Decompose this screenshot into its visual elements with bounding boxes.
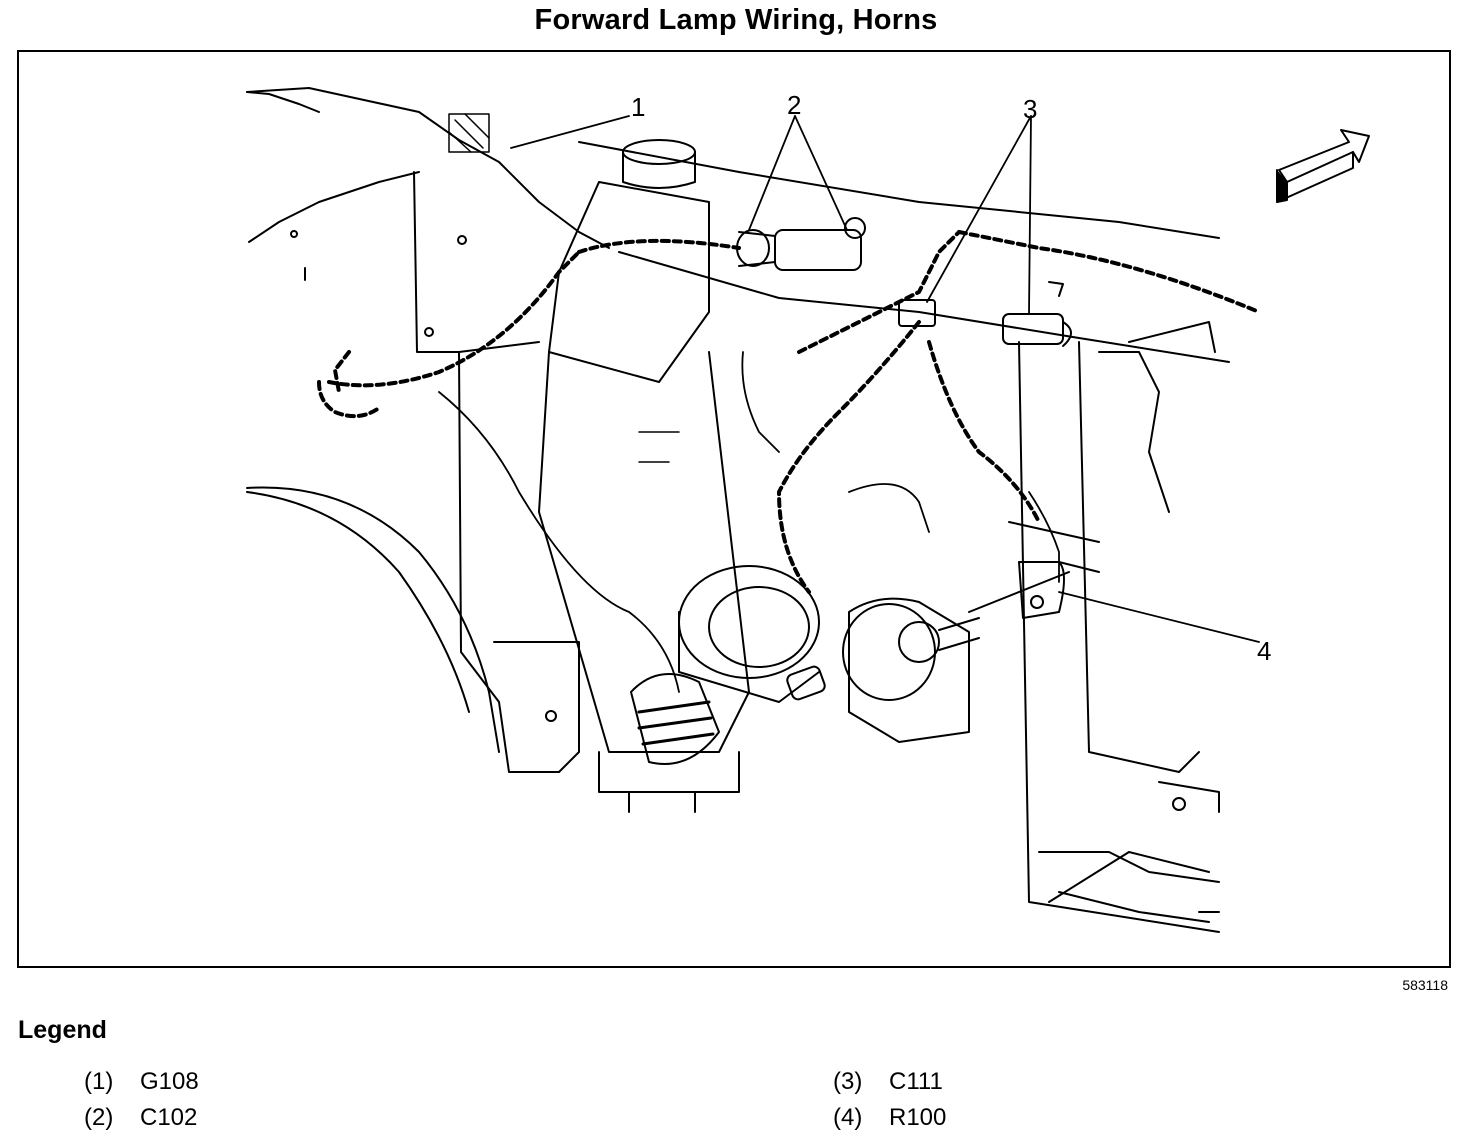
wiring-illustration: 1 2 3 4 <box>246 87 1370 933</box>
connector-c111 <box>898 281 1072 347</box>
legend-item-label: R100 <box>889 1104 947 1131</box>
hatched-bracket <box>448 113 490 153</box>
legend-item-number: (3) <box>833 1068 863 1095</box>
diagram-frame: 1 2 3 4 <box>17 50 1451 968</box>
diagram-title: Forward Lamp Wiring, Horns <box>534 4 938 36</box>
legend-item-label: C102 <box>140 1104 198 1131</box>
washer-reservoir <box>538 139 750 813</box>
callout-1: 1 <box>631 92 645 122</box>
forward-arrow-icon <box>1276 129 1370 203</box>
legend-item: (3) C111 <box>833 1068 943 1096</box>
legend-item: (1) G108 <box>84 1068 199 1096</box>
legend-item-number: (1) <box>84 1068 114 1095</box>
legend-item-label: C111 <box>889 1068 943 1095</box>
callout-4: 4 <box>1257 636 1271 666</box>
figure-id: 583118 <box>1402 977 1448 993</box>
legend-heading: Legend <box>18 1016 107 1044</box>
connector-c102 <box>736 217 866 271</box>
horn-left <box>678 565 826 703</box>
radiator-support <box>578 141 1230 933</box>
horn-right <box>842 521 1100 743</box>
left-fender-panel <box>246 87 610 773</box>
lamp-socket <box>630 673 720 765</box>
legend-item-label: G108 <box>140 1068 199 1095</box>
thin-wires <box>438 351 1060 693</box>
legend-item-number: (4) <box>833 1104 863 1131</box>
callout-leaders <box>510 115 1260 643</box>
legend-item: (4) R100 <box>833 1104 946 1132</box>
stud-r100 <box>1018 561 1100 619</box>
callout-2: 2 <box>787 90 801 120</box>
legend-item-number: (2) <box>84 1104 114 1131</box>
legend-item: (2) C102 <box>84 1104 197 1132</box>
callout-3: 3 <box>1023 94 1037 124</box>
wiring-harness <box>317 230 1261 594</box>
